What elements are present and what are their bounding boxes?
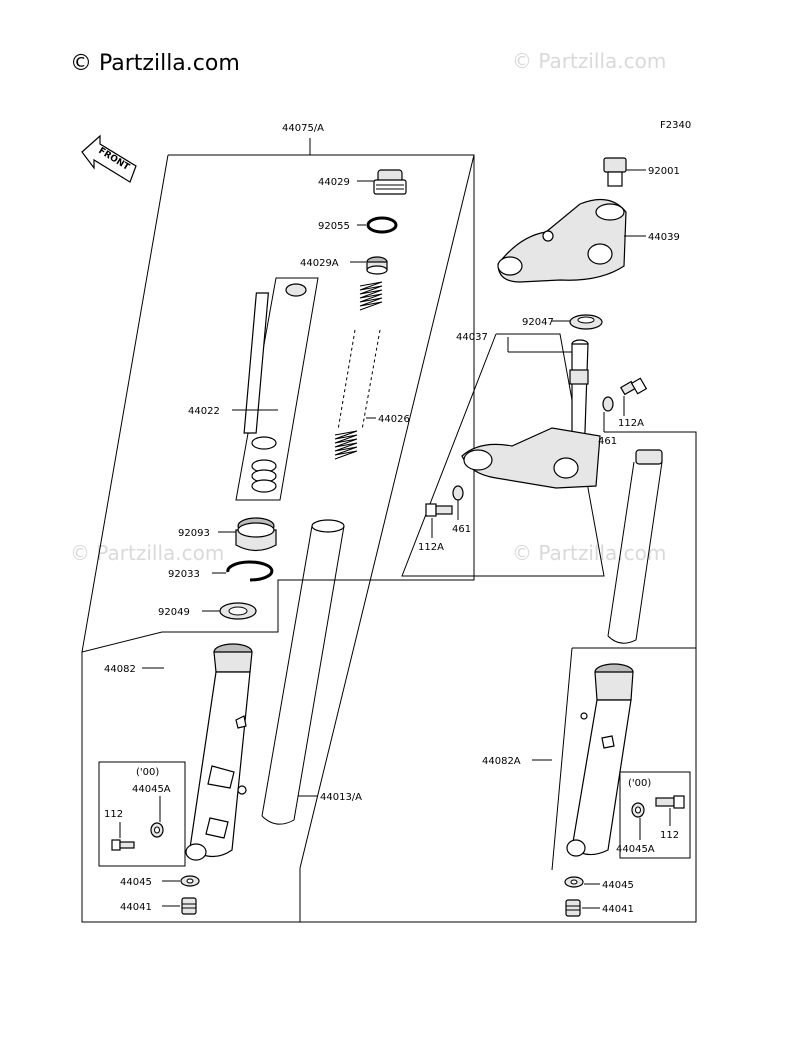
fork-spring xyxy=(334,281,383,460)
left-assembly-outline xyxy=(81,154,475,923)
bolt-112A-bottom xyxy=(425,503,453,517)
label-44022: 44022 xyxy=(188,406,220,417)
front-arrow-icon: FRONT xyxy=(81,134,137,183)
label-112-right: 112 xyxy=(660,830,679,841)
left-bolt-44041 xyxy=(181,897,197,915)
circlip xyxy=(226,560,274,582)
stem-seal xyxy=(569,314,603,330)
left-washer-44045 xyxy=(180,875,200,887)
label-44045-left: 44045 xyxy=(120,877,152,888)
fork-cap-bolt xyxy=(373,169,407,195)
label-44045-right: 44045 xyxy=(602,880,634,891)
washer-461-top xyxy=(602,396,614,412)
right-washer-44045A xyxy=(631,802,645,818)
bolt-112A-top xyxy=(619,377,648,396)
watermark-top-right: © Partzilla.com xyxy=(512,49,666,73)
spring-collar xyxy=(366,256,388,275)
dust-seal xyxy=(235,517,277,552)
label-00-right: ('00) xyxy=(628,778,651,789)
label-44026: 44026 xyxy=(378,414,410,425)
label-44045A-left: 44045A xyxy=(132,784,171,795)
label-92001: 92001 xyxy=(648,166,680,177)
watermark-mid-left: © Partzilla.com xyxy=(70,541,224,565)
label-44082: 44082 xyxy=(104,664,136,675)
right-bolt-44041 xyxy=(565,899,581,917)
label-92047: 92047 xyxy=(522,317,554,328)
washer-461-bottom xyxy=(452,485,464,501)
figure-code: F2340 xyxy=(660,120,691,131)
right-washer-44045 xyxy=(564,876,584,888)
label-44041-right: 44041 xyxy=(602,904,634,915)
left-assembly-outline-side xyxy=(81,154,169,653)
label-44029A: 44029A xyxy=(300,258,339,269)
label-44013: 44013/A xyxy=(320,792,362,803)
label-44041-left: 44041 xyxy=(120,902,152,913)
label-92033: 92033 xyxy=(168,569,200,580)
label-44039: 44039 xyxy=(648,232,680,243)
oil-seal xyxy=(219,602,257,620)
label-44029: 44029 xyxy=(318,177,350,188)
label-92093: 92093 xyxy=(178,528,210,539)
steering-stem-head-bolt xyxy=(603,157,627,187)
left-inset-box xyxy=(98,761,186,867)
right-outer-box-left xyxy=(551,647,573,871)
label-44075: 44075/A xyxy=(282,123,324,134)
right-bolt-112 xyxy=(655,795,685,809)
steering-stem-lower-clamp xyxy=(461,339,601,489)
label-44082A: 44082A xyxy=(482,756,521,767)
right-inner-fork-tube xyxy=(607,449,663,644)
left-assembly-outline-right xyxy=(299,154,475,869)
label-461-bottom: 461 xyxy=(452,524,471,535)
label-92049: 92049 xyxy=(158,607,190,618)
left-bolt-112 xyxy=(111,839,135,851)
label-112-left: 112 xyxy=(104,809,123,820)
right-stem-outline xyxy=(401,333,605,577)
label-92055: 92055 xyxy=(318,221,350,232)
inner-fork-tube xyxy=(261,519,345,825)
label-461-top: 461 xyxy=(598,436,617,447)
o-ring xyxy=(366,216,398,234)
label-44045A-right: 44045A xyxy=(616,844,655,855)
left-outer-tube xyxy=(185,643,253,861)
left-washer-44045A xyxy=(150,822,164,838)
label-112A-top: 112A xyxy=(618,418,644,429)
right-assembly-outline-bottom xyxy=(300,431,697,923)
label-00-left: ('00) xyxy=(136,767,159,778)
label-112A-bottom: 112A xyxy=(418,542,444,553)
upper-triple-clamp xyxy=(497,198,627,283)
right-inset-box xyxy=(619,771,691,859)
label-44037: 44037 xyxy=(456,332,488,343)
right-outer-tube xyxy=(566,663,634,857)
watermark-main: © Partzilla.com xyxy=(70,51,240,76)
watermark-mid-right: © Partzilla.com xyxy=(512,541,666,565)
damper-rod xyxy=(243,283,307,493)
